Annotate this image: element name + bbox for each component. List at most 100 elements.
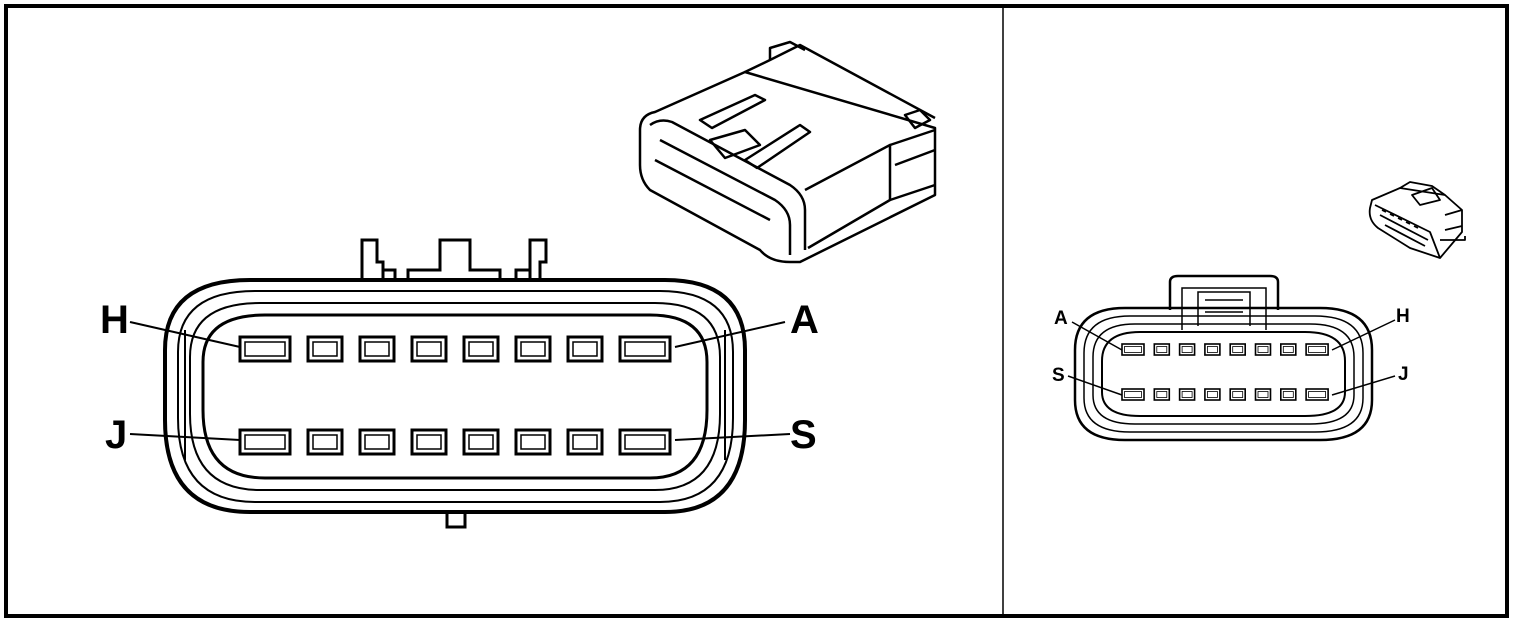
- cavity-inner: [1257, 346, 1269, 353]
- cavity-inner: [1124, 346, 1142, 353]
- outer-shell: [163, 278, 747, 514]
- cavity: [1178, 343, 1196, 356]
- small-iso-latch: [1411, 187, 1441, 206]
- cavity: [1229, 343, 1246, 356]
- right-leader-top-right: [1331, 319, 1396, 351]
- cavity: [410, 428, 448, 456]
- right-leader-lines: [1067, 319, 1396, 396]
- cavity-inner: [244, 434, 286, 450]
- left-connector-face: [163, 238, 747, 529]
- right-outer-shell: [1073, 306, 1374, 442]
- small-iso-top: [1399, 181, 1446, 196]
- left-label-top-left: H: [100, 298, 129, 342]
- right-label-bottom-left: S: [1052, 365, 1065, 386]
- right-top-latch-housing: [1168, 274, 1280, 310]
- cavity: [306, 335, 344, 363]
- iso-front-inner: [659, 138, 792, 255]
- leader-top-right: [674, 321, 786, 348]
- cavity: [410, 335, 448, 363]
- right-cavity-field-border: [1101, 331, 1346, 417]
- iso-top-rib-1: [698, 93, 767, 130]
- cavity: [514, 428, 552, 456]
- cavity: [566, 335, 604, 363]
- cavity: [1204, 343, 1221, 356]
- small-iso-front-inner: [1379, 214, 1429, 247]
- cavity: [358, 428, 396, 456]
- cavity: [1178, 388, 1196, 401]
- cavity: [358, 335, 396, 363]
- leader-bottom-right: [674, 433, 791, 441]
- iso-rear-tab-right: [903, 108, 932, 130]
- right-connector-face: [1073, 274, 1374, 442]
- small-iso-cavities: [1381, 209, 1419, 229]
- cavity-inner: [468, 341, 494, 357]
- right-shell-inner: [1092, 323, 1355, 425]
- left-connector-isometric: [638, 40, 937, 264]
- cavity-inner: [1124, 391, 1142, 398]
- cavity-inner: [624, 434, 666, 450]
- cavity-inner: [1207, 391, 1218, 398]
- right-label-top-left: A: [1054, 308, 1068, 329]
- left-leader-lines: [129, 321, 791, 441]
- iso-side-panel: [804, 143, 892, 250]
- cavity: [1254, 388, 1272, 401]
- right-latch-post: [528, 238, 548, 280]
- cavity: [1204, 388, 1221, 401]
- cavity-inner: [1282, 391, 1294, 398]
- cavity: [618, 428, 672, 456]
- cavity-field-border: [201, 313, 709, 480]
- right-leader-top-left: [1071, 321, 1123, 351]
- cavity-inner: [312, 341, 338, 357]
- cavity-inner: [312, 434, 338, 450]
- iso-front-rim: [649, 119, 807, 250]
- right-shell-ridge: [1083, 315, 1364, 433]
- center-latch: [406, 238, 502, 280]
- cavity: [1153, 343, 1171, 356]
- cavity: [462, 428, 500, 456]
- cavity: [618, 335, 672, 363]
- right-leader-bottom-right: [1331, 375, 1396, 396]
- cavity: [1280, 343, 1297, 356]
- cavity-inner: [1232, 346, 1244, 353]
- iso-top-rib-2: [743, 123, 812, 170]
- cavity: [1121, 388, 1145, 401]
- left-label-bottom-right: S: [790, 413, 817, 457]
- iso-outer-body: [638, 70, 937, 264]
- cavity-inner: [416, 434, 442, 450]
- cavity-inner: [468, 434, 494, 450]
- cavity: [1254, 343, 1272, 356]
- iso-rear-tab: [768, 40, 806, 60]
- iso-top-rear: [744, 43, 936, 120]
- left-latch-step: [381, 268, 397, 280]
- outer-border: [4, 4, 1509, 618]
- cavity: [1305, 388, 1329, 401]
- right-label-bottom-right: J: [1398, 364, 1409, 385]
- leader-top-left: [129, 321, 241, 348]
- cavity-inner: [520, 341, 546, 357]
- cavity-inner: [364, 434, 390, 450]
- cavity-inner: [1308, 346, 1326, 353]
- cavity: [1305, 343, 1329, 356]
- cavity-inner: [1207, 346, 1218, 353]
- cavity-inner: [1232, 391, 1244, 398]
- iso-front-lower: [654, 158, 771, 222]
- cavity: [462, 335, 500, 363]
- right-cavity-grid: [1121, 343, 1329, 401]
- cavity: [1121, 343, 1145, 356]
- bottom-key-tab: [445, 512, 467, 529]
- cavity-inner: [1181, 346, 1193, 353]
- cavity-inner: [572, 434, 598, 450]
- cavity: [1280, 388, 1297, 401]
- left-label-top-right: A: [790, 298, 819, 342]
- cavity: [238, 335, 292, 363]
- cavity: [566, 428, 604, 456]
- left-cavity-grid: [238, 335, 672, 456]
- leader-bottom-left: [129, 433, 241, 441]
- left-label-bottom-left: J: [105, 413, 127, 457]
- shell-inner-line: [177, 290, 734, 503]
- right-connector-isometric: [1368, 181, 1466, 259]
- cavity: [1229, 388, 1246, 401]
- right-leader-bottom-left: [1067, 375, 1123, 396]
